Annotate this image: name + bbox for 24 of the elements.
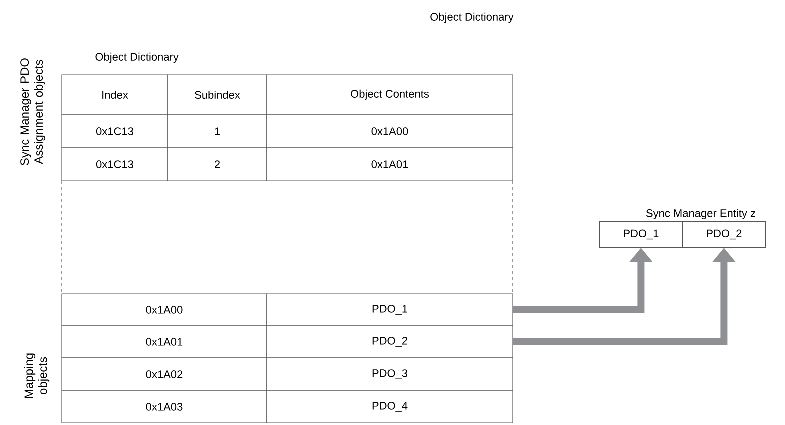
table-cell: 2 [168,148,268,182]
table-cell: 0x1A00 [266,114,514,148]
table-cell: 0x1A01 [62,326,268,358]
table-cell: Index [62,74,168,116]
table-cell: PDO_2 [266,326,514,358]
table-cell: 0x1A03 [62,390,268,424]
table-cell: PDO_4 [266,390,514,424]
table-cell: PDO_2 [682,221,766,248]
table-cell: PDO_1 [266,294,514,326]
table-cell: 0x1A02 [62,358,268,392]
table-cell: 0x1C13 [62,114,168,148]
table-cell: 0x1A01 [266,148,514,182]
side-label: Mapping objects [24,354,50,398]
node-label: Sync Manager Entity z [646,209,756,220]
table-cell: PDO_3 [266,358,514,392]
side-label: Sync Manager PDO Assignment objects [20,58,46,166]
table-cell: 1 [168,114,268,148]
table-cell: 0x1C13 [62,148,168,182]
table-cell: Object Contents [266,74,514,116]
table-cell: Subindex [168,74,268,116]
table-heading: Object Dictionary [96,52,179,64]
table-cell: 0x1A00 [62,294,268,326]
table-cell: PDO_1 [599,221,683,248]
title: Object Dictionary [430,12,514,24]
